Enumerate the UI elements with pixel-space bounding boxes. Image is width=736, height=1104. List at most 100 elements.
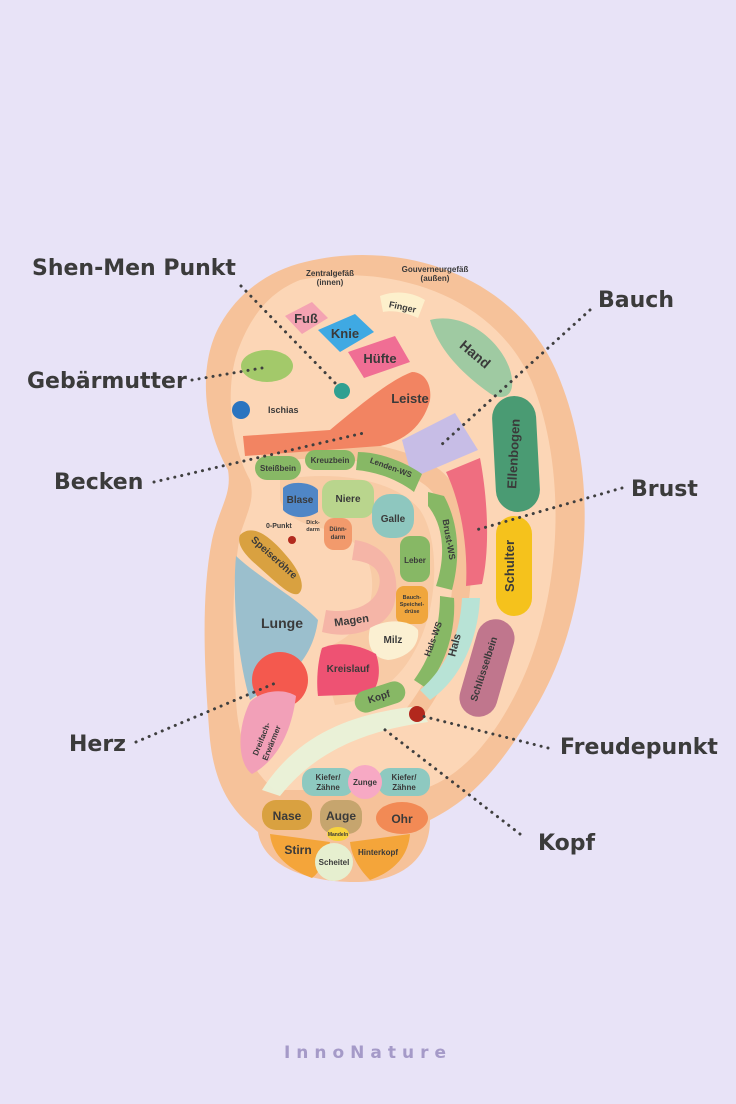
- zone-hals: [420, 598, 480, 700]
- callout-brust: Brust: [631, 477, 698, 502]
- zone-kreuzbein: [305, 450, 355, 470]
- zone-zunge: [348, 765, 382, 799]
- zone-ischias-label: Ischias: [268, 405, 299, 415]
- zone-niere: [322, 480, 374, 518]
- zone-hinterkopf: [350, 834, 410, 880]
- zone-ellenbogen-label: Ellenbogen: [504, 418, 523, 489]
- callout-gebaermutter: Gebärmutter: [27, 369, 187, 394]
- zone-bauchspeicheldruese-label-3: drüse: [405, 609, 420, 615]
- brand-logo: InnoNature: [283, 1043, 453, 1063]
- zone-leber-label: Leber: [404, 556, 426, 565]
- zone-kopf: [354, 681, 406, 713]
- zone-schulter-label: Schulter: [502, 540, 517, 592]
- zone-ohr-label: Ohr: [391, 812, 413, 826]
- zone-o-punkt-label: 0-Punkt: [266, 523, 292, 530]
- zone-mandeln: [327, 827, 349, 841]
- zone-blase-label: Blase: [287, 495, 314, 506]
- zone-shen-men-point: [334, 383, 350, 399]
- zone-kiefer-zaehne-left: [302, 768, 354, 796]
- leader-brust: [474, 486, 624, 532]
- zone-magen: [322, 540, 397, 635]
- zone-zentralgefaess-label: Zentralgefäß: [306, 269, 354, 278]
- zone-zentralgefaess-sub: (innen): [317, 278, 344, 287]
- leader-kopf: [378, 724, 522, 836]
- zone-ellenbogen: [492, 396, 540, 512]
- zone-gouverneurgefaess-label: Gouverneurgefäß: [402, 265, 469, 274]
- callout-bauch: Bauch: [598, 288, 674, 313]
- zone-knie-label: Knie: [331, 326, 359, 341]
- leader-herz: [134, 680, 280, 744]
- zone-dickdarm-label-1: Dick-: [306, 520, 320, 526]
- zone-huefte-label: Hüfte: [363, 351, 396, 366]
- zone-leber: [400, 536, 430, 582]
- zone-galle: [372, 494, 414, 538]
- zone-milz-label: Milz: [384, 635, 403, 646]
- zone-duenndarm-label-1: Dünn-: [329, 527, 346, 533]
- zone-schluesselbein: [459, 619, 515, 717]
- zone-auge: [320, 800, 362, 834]
- zone-scheitel-label: Scheitel: [319, 858, 350, 867]
- zone-ohr: [376, 802, 428, 834]
- zone-brust-ws: [428, 492, 458, 590]
- zone-steissbein-label: Steißbein: [260, 464, 296, 473]
- zone-kreislauf-label: Kreislauf: [327, 664, 370, 675]
- zone-stirn: [270, 834, 330, 878]
- zone-dickdarm-label-2: darm: [306, 527, 320, 533]
- zone-nase: [262, 800, 312, 830]
- zone-steissbein: [255, 456, 301, 480]
- zone-kiefer-r-label-1: Kiefer/: [392, 773, 418, 782]
- ear-lower-band: [262, 706, 428, 796]
- zone-fuss: [285, 302, 328, 334]
- callout-labels: Shen-Men Punkt Gebärmutter Becken Herz B…: [27, 256, 718, 856]
- zone-brust: [446, 458, 488, 586]
- zone-lunge-label: Lunge: [261, 615, 303, 631]
- callout-shen-men: Shen-Men Punkt: [32, 256, 236, 281]
- zone-nase-label: Nase: [273, 809, 302, 823]
- callout-becken: Becken: [54, 470, 143, 495]
- zone-scheitel: [315, 843, 353, 881]
- zone-hals-ws: [414, 596, 455, 688]
- zone-blase: [283, 482, 318, 518]
- zone-duenndarm: [324, 518, 352, 550]
- zone-leiste-label: Leiste: [391, 391, 429, 406]
- zone-leiste: [243, 372, 431, 456]
- zone-stirn-label: Stirn: [284, 843, 311, 857]
- zone-hinterkopf-label: Hinterkopf: [358, 848, 398, 857]
- zone-hand: [430, 318, 513, 397]
- zone-schulter: [496, 516, 532, 616]
- zone-lenden-ws: [356, 452, 422, 492]
- zone-hals-label: Hals: [446, 632, 464, 658]
- zone-niere-label: Niere: [335, 494, 360, 505]
- zone-kiefer-r-label-2: Zähne: [392, 783, 416, 792]
- zone-dreifach-erwaermer: [240, 691, 296, 774]
- zone-kiefer-l-label-2: Zähne: [316, 783, 340, 792]
- leader-gebaermutter: [190, 366, 264, 382]
- zone-o-punkt-point: [288, 536, 296, 544]
- callout-freudepunkt: Freudepunkt: [560, 735, 718, 760]
- zone-gebaermutter: [241, 350, 293, 382]
- zone-huefte: [348, 336, 410, 378]
- zone-magen-label: Magen: [333, 613, 369, 630]
- zone-mandeln-label: Mandeln: [328, 832, 348, 838]
- zone-galle-label: Galle: [381, 514, 406, 525]
- zone-bauchspeicheldruese-label-1: Bauch-: [403, 595, 422, 601]
- zones: Zentralgefäß (innen) Gouverneurgefäß (au…: [232, 265, 540, 881]
- zone-kiefer-zaehne-right: [378, 768, 430, 796]
- zone-kreislauf: [317, 644, 379, 696]
- zone-zunge-label: Zunge: [353, 778, 378, 787]
- zone-knie: [318, 314, 374, 352]
- zone-bauchspeicheldruese: [396, 586, 428, 624]
- zone-bauchspeicheldruese-label-2: Speichel-: [400, 602, 425, 608]
- zone-kiefer-l-label-1: Kiefer/: [316, 773, 342, 782]
- zone-fuss-label: Fuß: [294, 311, 318, 326]
- zone-gouverneurgefaess-sub: (außen): [421, 274, 450, 283]
- zone-milz: [368, 621, 419, 660]
- callout-herz: Herz: [69, 732, 126, 757]
- zone-duenndarm-label-2: darm: [331, 535, 346, 541]
- zone-freudepunkt-point: [409, 706, 425, 722]
- zone-ischias-point: [232, 401, 250, 419]
- leader-becken: [152, 430, 370, 484]
- leader-shen-men: [239, 284, 340, 388]
- leader-freudepunkt: [420, 714, 550, 750]
